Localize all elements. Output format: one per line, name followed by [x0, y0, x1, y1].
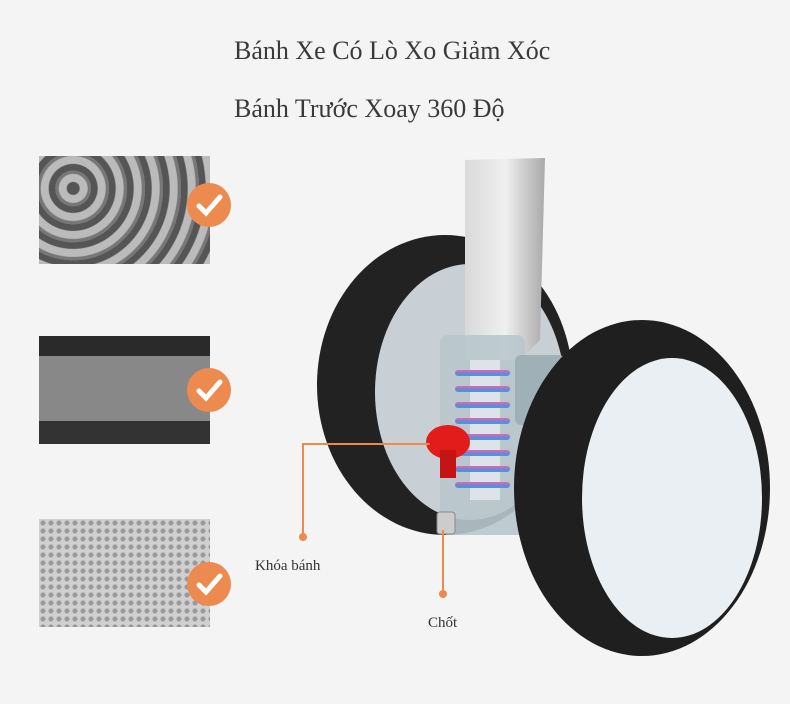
wheel-lock — [426, 425, 470, 478]
spring — [455, 360, 510, 500]
pin-label: Chốt — [428, 615, 458, 631]
lock-callout-line — [302, 443, 430, 537]
speed-bump-image — [39, 336, 210, 444]
heading-360-rotation: Bánh Trước Xoay 360 Độ — [234, 94, 505, 123]
check-icon — [187, 183, 231, 227]
pin — [436, 511, 456, 535]
cobblestone-image — [39, 156, 210, 264]
lock-label: Khóa bánh — [255, 558, 321, 574]
tactile-paving-image — [39, 519, 210, 627]
check-icon — [187, 562, 231, 606]
heading-shock-absorber: Bánh Xe Có Lò Xo Giảm Xóc — [234, 36, 551, 65]
frame-tube — [465, 158, 545, 360]
check-icon — [187, 368, 231, 412]
